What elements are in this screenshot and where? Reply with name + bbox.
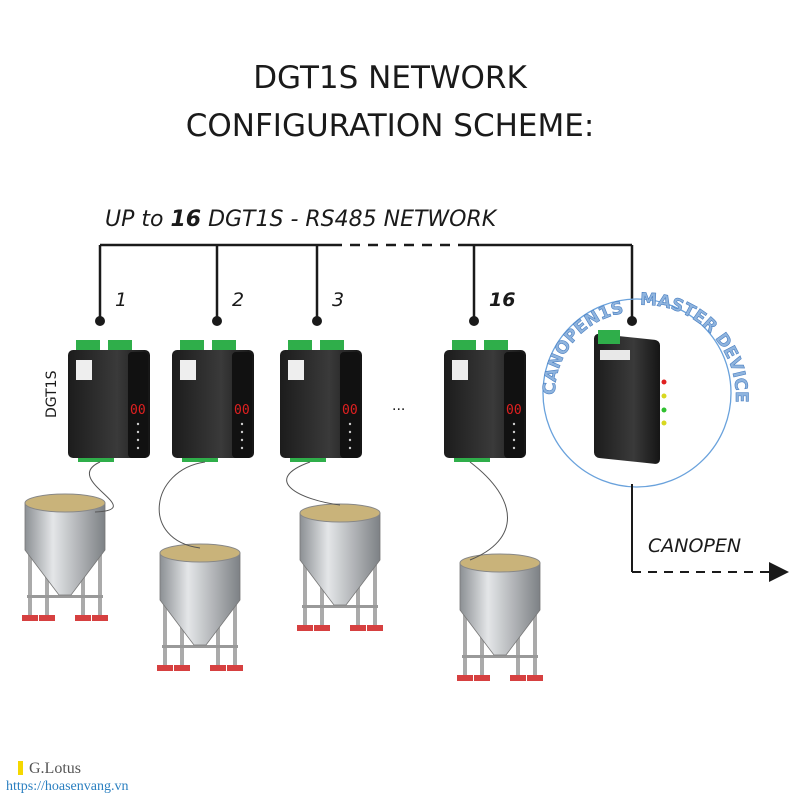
- load-cell: [92, 615, 108, 621]
- load-cell: [297, 625, 313, 631]
- load-cell: [22, 615, 38, 621]
- load-cell: [527, 675, 543, 681]
- load-cell: [39, 615, 55, 621]
- load-cell: [75, 615, 91, 621]
- dgt1s-device: 00: [444, 340, 526, 462]
- silo: [457, 553, 543, 681]
- silo: [22, 493, 108, 621]
- device-label-2: 2: [232, 289, 244, 311]
- brand-text: G.Lotus: [29, 760, 81, 777]
- title-line-2: CONFIGURATION SCHEME:: [186, 108, 595, 144]
- canopen-label: CANOPEN: [648, 535, 741, 557]
- device-name: DGT1S: [44, 370, 60, 418]
- rs485-bus: [98, 243, 634, 320]
- display-digits: 00: [342, 403, 358, 418]
- load-cell: [367, 625, 383, 631]
- display-digits: 00: [234, 403, 250, 418]
- load-cell: [314, 625, 330, 631]
- canopen-output-line: [631, 484, 789, 582]
- footer-brand: G.Lotus: [18, 760, 81, 778]
- brand-bar-icon: [18, 761, 23, 775]
- bus-nodes: [95, 316, 637, 326]
- load-cell: [227, 665, 243, 671]
- dgt1s-device: 00: [280, 340, 362, 462]
- dgt1s-device: 00: [68, 340, 150, 462]
- display-digits: 00: [506, 403, 522, 418]
- load-cell: [457, 675, 473, 681]
- master-circle: [542, 298, 732, 488]
- master-device: [594, 330, 667, 464]
- load-cell: [157, 665, 173, 671]
- device-label-16: 16: [489, 289, 515, 311]
- load-cell: [210, 665, 226, 671]
- device-label-1: 1: [115, 289, 127, 311]
- display-digits: 00: [130, 403, 146, 418]
- dgt1s-device: 00: [172, 340, 254, 462]
- footer-url[interactable]: https://hoasenvang.vn: [6, 779, 129, 794]
- silo: [297, 503, 383, 631]
- device-label-3: 3: [332, 289, 344, 311]
- load-cell: [174, 665, 190, 671]
- cables: [88, 461, 508, 561]
- silo: [157, 543, 243, 671]
- network-label: UP to 16 DGT1S - RS485 NETWORK: [105, 207, 498, 232]
- load-cell: [350, 625, 366, 631]
- load-cell: [474, 675, 490, 681]
- title-line-1: DGT1S NETWORK: [253, 60, 527, 96]
- ellipsis: ...: [392, 397, 405, 414]
- load-cell: [510, 675, 526, 681]
